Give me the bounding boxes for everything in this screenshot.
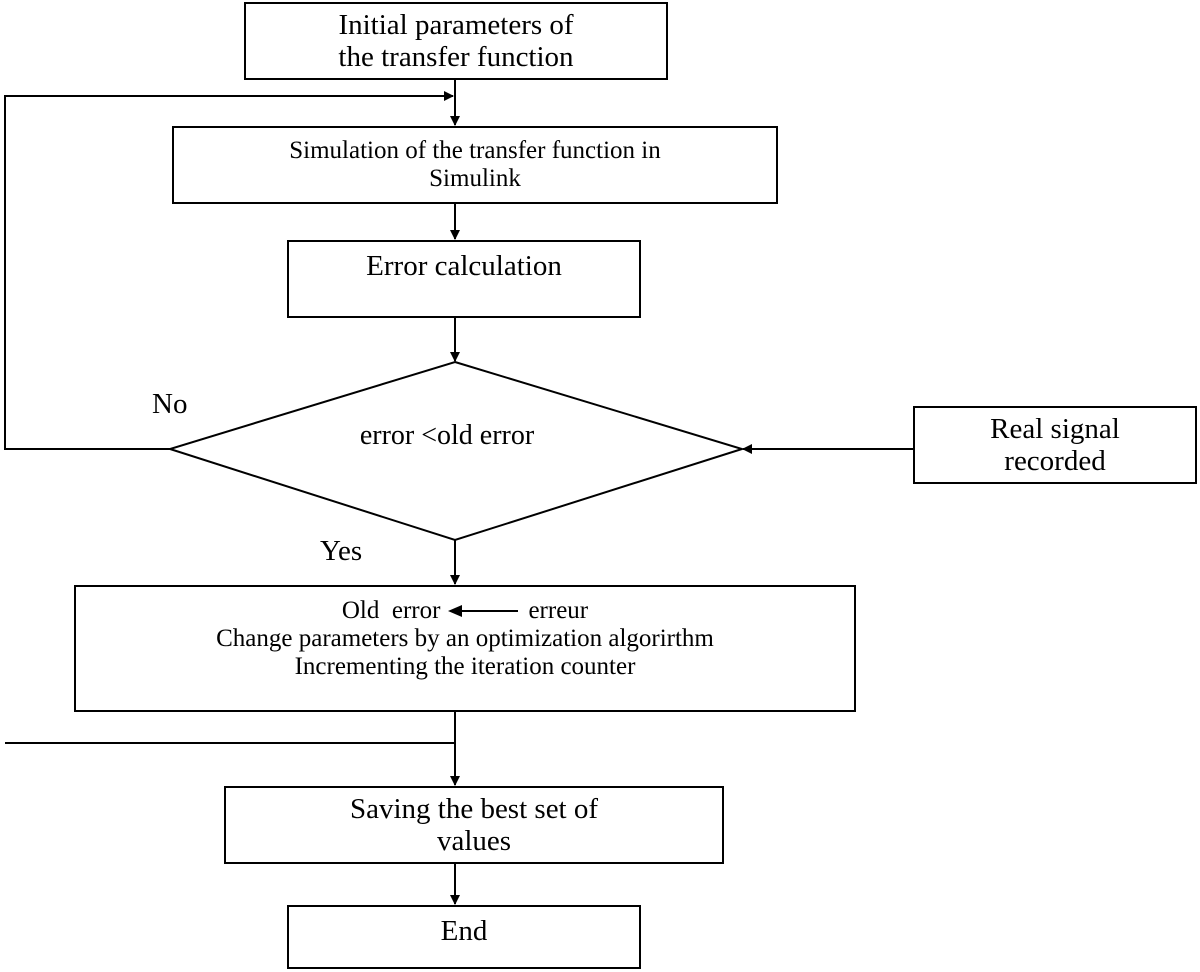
end-box: End xyxy=(287,905,641,969)
real-signal-line2: recorded xyxy=(1004,445,1106,477)
old-error-text: Old error xyxy=(341,597,441,624)
update-line2: Change parameters by an optimization alg… xyxy=(216,625,714,652)
yes-label: Yes xyxy=(320,535,363,567)
initial-parameters-line2: the transfer function xyxy=(338,41,574,73)
simulation-box: Simulation of the transfer function in S… xyxy=(172,126,778,204)
real-signal-line1: Real signal xyxy=(990,412,1120,445)
left-arrow-icon xyxy=(448,605,519,617)
initial-parameters-line1: Initial parameters of xyxy=(338,8,574,41)
update-line1: Old error erreur xyxy=(342,597,588,625)
update-line3: Incrementing the iteration counter xyxy=(294,653,636,680)
initial-parameters-box: Initial parameters of the transfer funct… xyxy=(244,2,668,80)
update-box: Old error erreur Change parameters by an… xyxy=(74,585,856,712)
saving-line2: values xyxy=(436,825,512,857)
real-signal-box: Real signal recorded xyxy=(913,406,1197,484)
decision-diamond xyxy=(166,360,746,542)
no-label: No xyxy=(152,388,188,420)
saving-line1: Saving the best set of xyxy=(349,792,599,825)
simulation-line1: Simulation of the transfer function in xyxy=(289,137,661,164)
loop-no-path xyxy=(4,91,454,450)
decision-label: error <old error xyxy=(359,420,535,451)
error-calculation-box: Error calculation xyxy=(287,240,641,318)
erreur-text: erreur xyxy=(528,597,589,624)
end-label: End xyxy=(440,915,488,947)
saving-box: Saving the best set of values xyxy=(224,786,724,864)
simulation-line2: Simulink xyxy=(429,165,521,192)
error-calculation-label: Error calculation xyxy=(366,250,562,282)
